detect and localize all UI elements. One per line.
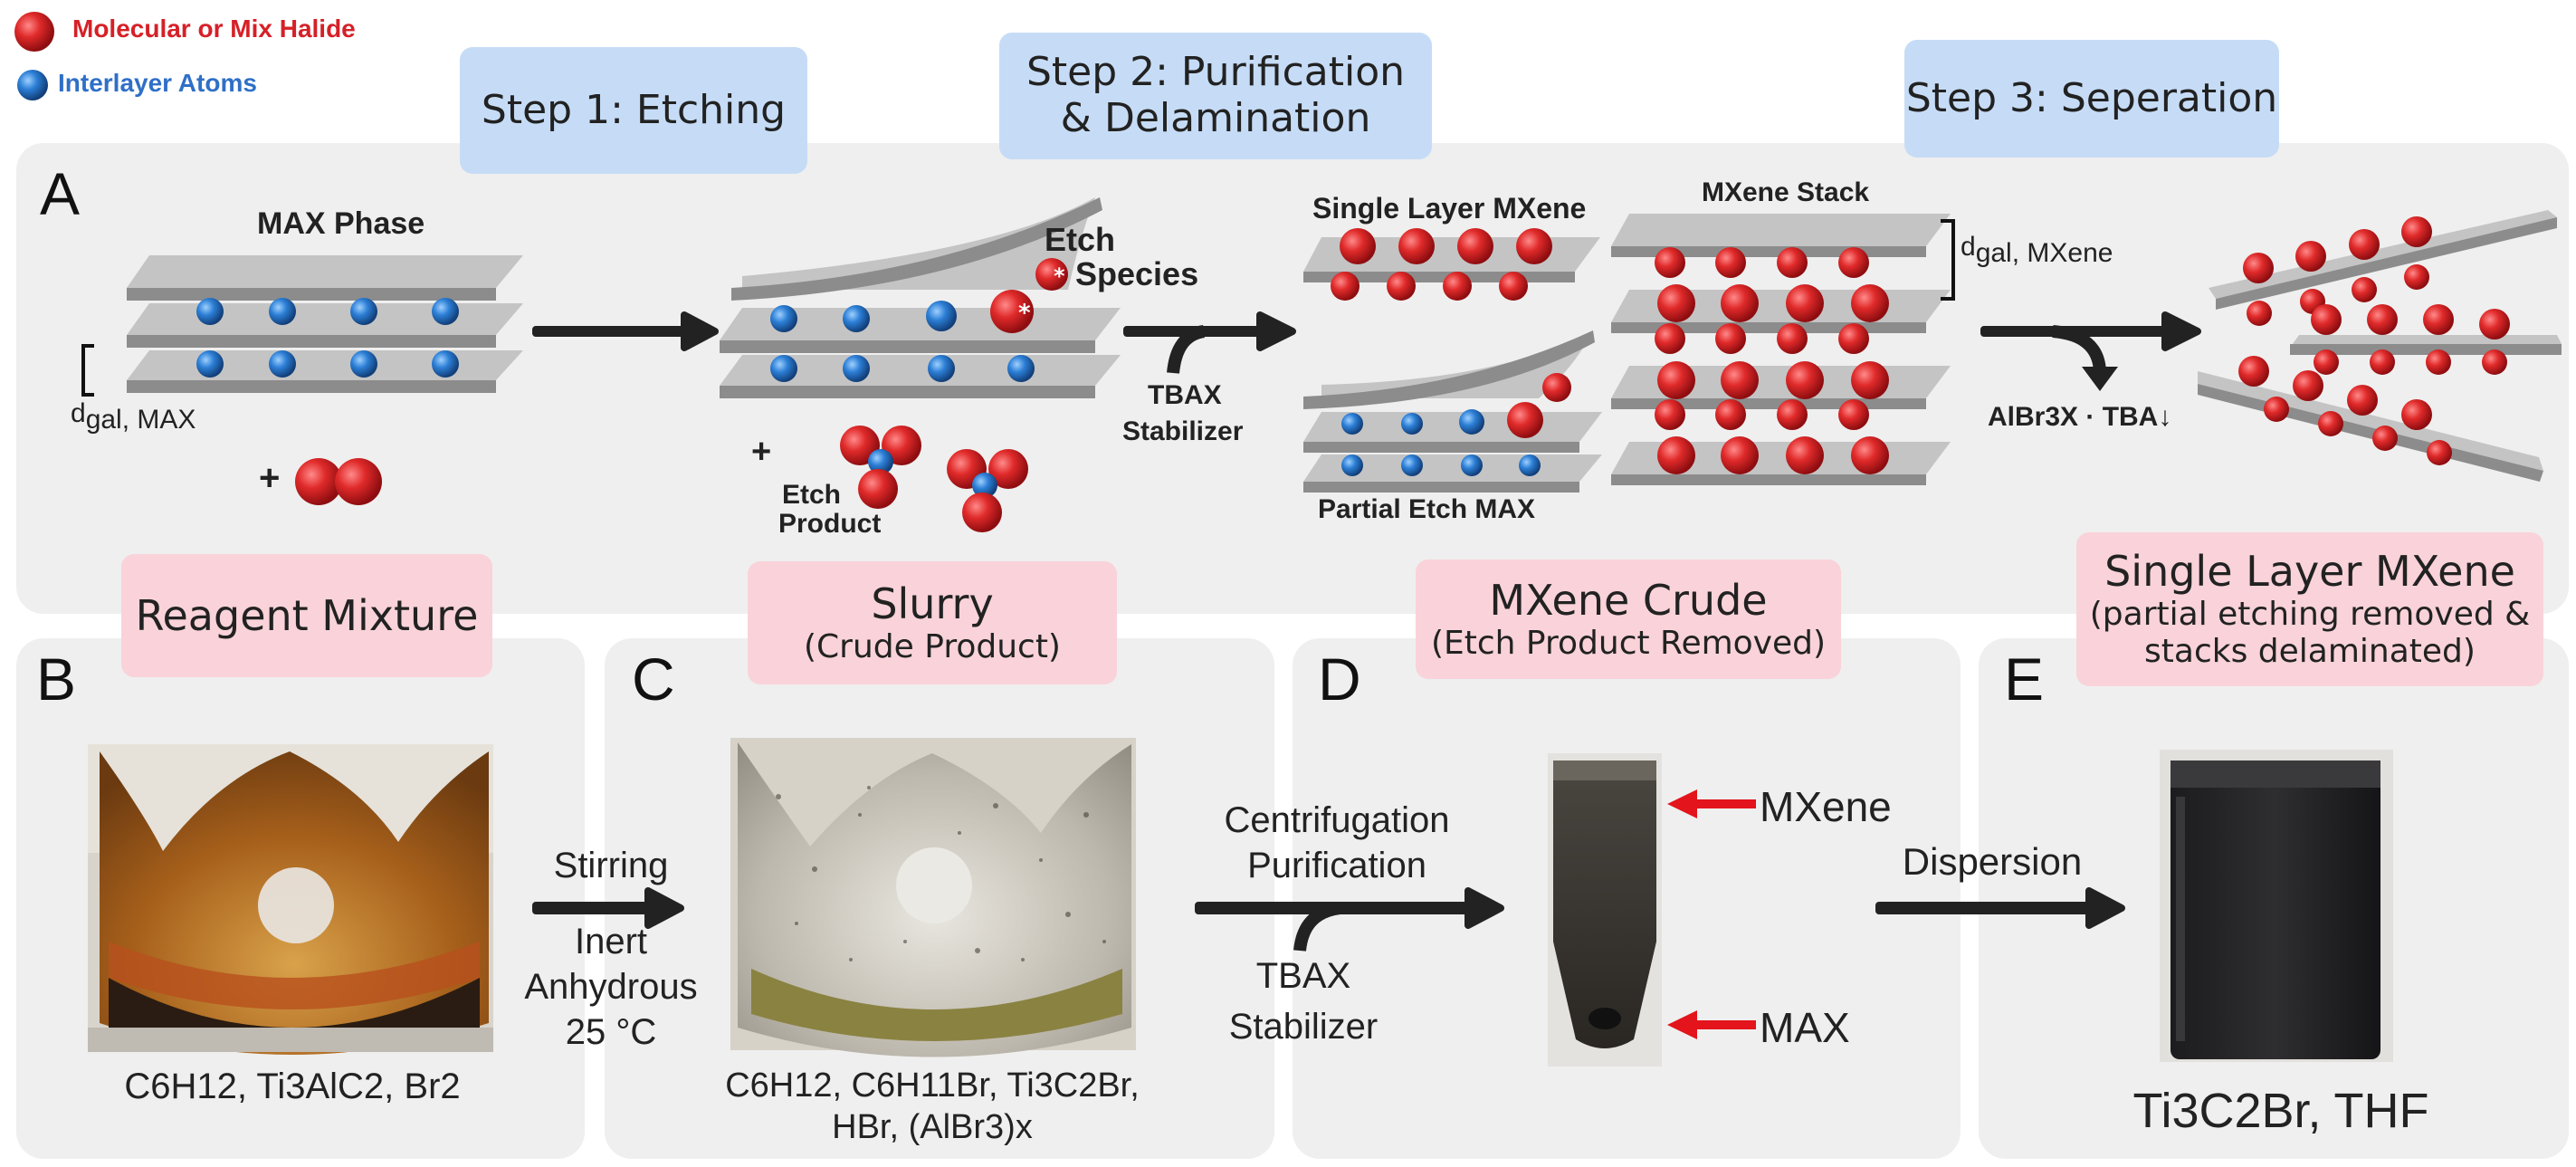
max-phase-label: MAX Phase (257, 206, 425, 241)
arrow-bc-label-2: Inert (574, 922, 648, 961)
legend-red-ball (14, 12, 54, 52)
step-2-label: Step 2: Purification & Delamination (999, 33, 1432, 159)
panel-a-letter: A (40, 160, 81, 227)
legend-red-label: Molecular or Mix Halide (72, 14, 356, 43)
arrow-de-label: Dispersion (1902, 840, 2083, 883)
d-max-main: d (71, 398, 86, 428)
arrow-bc-label-4: 25 °C (565, 1012, 657, 1052)
photo-e-vial (2160, 750, 2393, 1062)
panel-b-letter: B (36, 646, 77, 713)
panel-c-letter: C (632, 646, 675, 713)
single-sub-text-1: (partial etching removed & (2089, 596, 2531, 634)
pointer-mxene-head (1667, 789, 1697, 818)
arrow-a2-branch (1167, 325, 1206, 374)
partial-etch-label: Partial Etch MAX (1318, 494, 1536, 524)
d-max-label: dgal, MAX (71, 398, 196, 435)
arrow-a3 (1980, 311, 2201, 351)
step-1-text: Step 1: Etching (481, 86, 787, 133)
arrow-bc-label-1: Stirring (553, 846, 669, 885)
arrow-a3-branch (2052, 325, 2106, 372)
single-layer-mxene (1303, 228, 1600, 301)
d-mxene-main: d (1961, 232, 1976, 262)
br2-atom-2 (335, 458, 382, 505)
etch-species-label-2: Species (1075, 255, 1199, 292)
tbax-label-2: Stabilizer (1122, 416, 1244, 446)
arrow-cd-label-2: Purification (1247, 846, 1426, 885)
photo-c-flask (730, 738, 1136, 1057)
max-phase-stack (81, 255, 523, 397)
slurry-sub-text: (Crude Product) (804, 627, 1061, 665)
svg-text:*: * (1018, 300, 1031, 327)
single-sub-text-2: stacks delaminated) (2144, 633, 2476, 671)
arrow-a3-branch-head (2082, 367, 2118, 391)
crude-sub-text: (Etch Product Removed) (1430, 624, 1827, 662)
arrow-c-d-branch (1293, 902, 1341, 952)
slurry-label: Slurry (Crude Product) (748, 561, 1117, 684)
tbax-label-1: TBAX (1148, 380, 1222, 410)
step-1-label: Step 1: Etching (460, 47, 807, 174)
mxene-pointer-label: MXene (1760, 783, 1892, 830)
legend-blue-label: Interlayer Atoms (58, 69, 257, 97)
photo-b-flask (88, 744, 493, 1055)
slurry-text: Slurry (871, 579, 994, 628)
etch-species-label-1: Etch (1045, 221, 1116, 258)
etching-stack: * * (720, 197, 1121, 398)
panel-c-formula-1: C6H12, C6H11Br, Ti3C2Br, (725, 1067, 1140, 1105)
arrow-bc-label-3: Anhydrous (524, 967, 698, 1007)
d-mxene-label: dgal, MXene (1961, 232, 2113, 269)
partial-etch-max (1303, 330, 1602, 493)
max-pointer-label: MAX (1760, 1004, 1850, 1051)
br2-atom-1 (295, 458, 342, 505)
single-text: Single Layer MXene (2104, 547, 2515, 597)
d-max-sub: gal, MAX (85, 405, 196, 435)
crude-text: MXene Crude (1489, 575, 1768, 625)
step-3-text: Step 3: Seperation (1905, 74, 2278, 121)
arrow-cd-label-3: TBAX (1255, 956, 1351, 996)
br2-plus: + (259, 458, 281, 498)
step-2-line2: & Delamination (1060, 95, 1371, 141)
panel-b-formula: C6H12, Ti3AlC2, Br2 (80, 1067, 505, 1107)
reagent-text: Reagent Mixture (135, 590, 479, 640)
mxene-stack-label: MXene Stack (1702, 177, 1870, 207)
single-layer-label: Single Layer MXene (1312, 192, 1587, 225)
d-mxene-sub: gal, MXene (1975, 238, 2113, 268)
pointer-max-head (1667, 1010, 1697, 1039)
precipitate-label: AlBr3X · TBA↓ (1988, 402, 2172, 432)
panel-b-formula-text: C6H12, Ti3AlC2, Br2 (124, 1067, 461, 1106)
arrow-b-c (532, 887, 684, 929)
panel-e-letter: E (2004, 646, 2045, 713)
arrow-cd-label-4: Stabilizer (1228, 1007, 1379, 1047)
etch-product-label-2: Product (778, 509, 882, 539)
mxene-crude-label: MXene Crude (Etch Product Removed) (1416, 560, 1841, 679)
arrow-d-e (1875, 887, 2125, 929)
step-2-line1: Step 2: Purification (1026, 49, 1406, 96)
etch-plus: + (751, 433, 772, 471)
etch-product-molecules (840, 426, 1028, 532)
legend-blue-ball (17, 70, 48, 100)
etch-product-label-1: Etch (782, 480, 842, 510)
arrow-cd-label-1: Centrifugation (1224, 800, 1450, 840)
arrow-c-d (1195, 887, 1504, 929)
reagent-mixture-label: Reagent Mixture (121, 554, 492, 677)
photo-d-tube (1548, 753, 1662, 1067)
panel-d-letter: D (1318, 646, 1361, 713)
mxene-stack (1611, 214, 1955, 485)
svg-text:*: * (1054, 263, 1065, 289)
step-3-label: Step 3: Seperation (1904, 40, 2279, 158)
arrow-a1 (532, 311, 719, 351)
separated-flakes (2198, 210, 2562, 482)
panel-c-formula-2: HBr, (AlBr3)x (832, 1108, 1033, 1146)
panel-e-formula: Ti3C2Br, THF (2132, 1084, 2429, 1138)
single-layer-mxene-label: Single Layer MXene (partial etching remo… (2076, 532, 2543, 686)
arrow-a2 (1123, 311, 1296, 351)
